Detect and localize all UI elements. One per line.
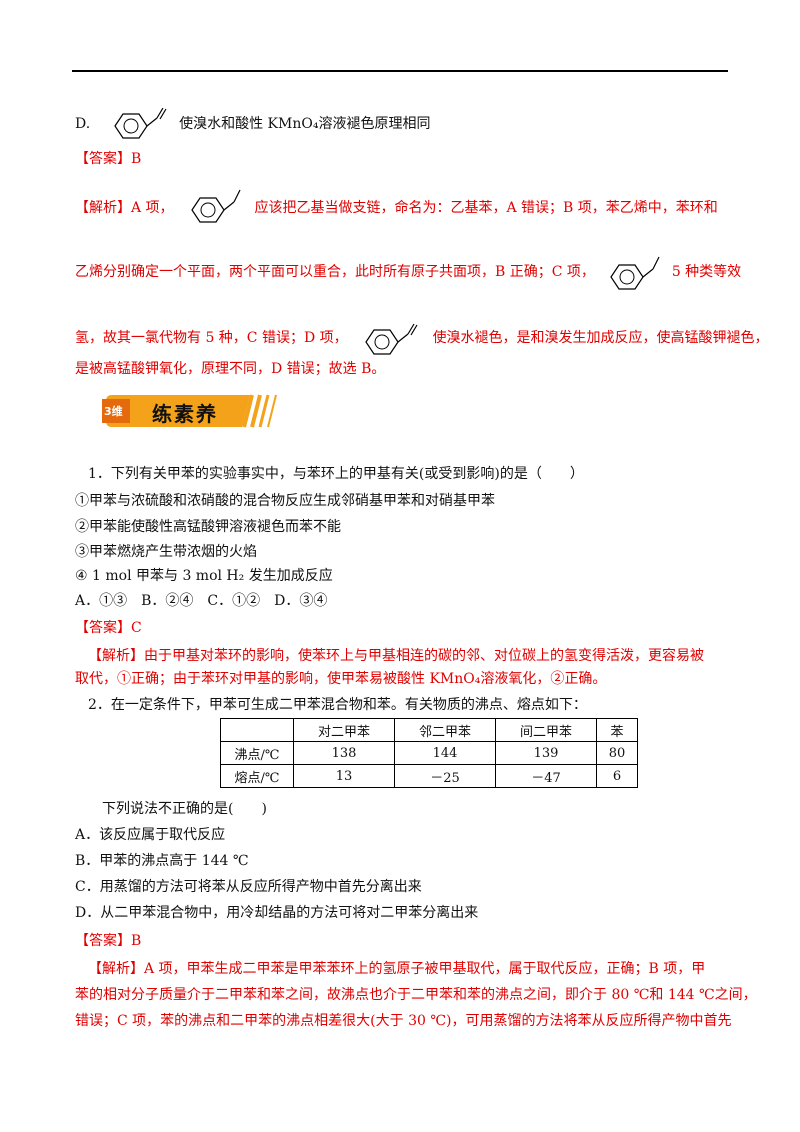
table-cell: 139 [495, 741, 597, 765]
section-banner [102, 394, 277, 428]
table-header-cell [220, 718, 294, 742]
table-cell: －47 [495, 764, 597, 788]
explanation-line: 是被高锰酸钾氧化，原理不同，D 错误；故选 B。 [75, 361, 386, 377]
top-rule [72, 70, 728, 72]
table-header-cell: 间二甲苯 [495, 718, 597, 742]
statement-item: ①甲苯与浓硫酸和浓硝酸的混合物反应生成邻硝基甲苯和对硝基甲苯 [75, 493, 495, 509]
styrene-structure [113, 108, 167, 139]
explanation-line: 错误；C 项，苯的沸点和二甲苯的沸点相差很大(大于 30 ℃)，可用蒸馏的方法将… [75, 1013, 732, 1029]
choice-item: C．用蒸馏的方法可将苯从反应所得产物中首先分离出来 [75, 879, 422, 895]
explanation-line: 【解析】A 项， 应该把乙基当做支链，命名为：乙基苯，A 错误；B 项，苯乙烯中… [75, 188, 718, 228]
section-title: 练素养 [152, 402, 218, 426]
explanation-text: 使溴水褪色，是和溴发生加成反应，使高锰酸钾褪色， [432, 330, 769, 346]
choice-item: B．甲苯的沸点高于 144 ℃ [75, 853, 249, 869]
answer-label: 【答案】B [75, 151, 142, 167]
table-cell: 沸点/℃ [220, 741, 294, 765]
table-cell: 138 [293, 741, 395, 765]
explanation-line: 【解析】A 项，甲苯生成二甲苯是甲苯苯环上的氢原子被甲基取代，属于取代反应，正确… [88, 961, 706, 977]
answer-label: 【答案】B [75, 933, 142, 949]
choice-item: A．该反应属于取代反应 [75, 827, 226, 843]
table-row: 沸点/℃ 138 144 139 80 [220, 741, 638, 765]
option-d-line: D. 使溴水和酸性 KMnO₄溶液褪色原理相同 [75, 108, 430, 140]
choice-item: D．从二甲苯混合物中，用冷却结晶的方法可将对二甲苯分离出来 [75, 905, 479, 921]
explanation-text: 5 种类等效 [671, 264, 742, 280]
table-cell: －25 [394, 764, 496, 788]
table-header-cell: 邻二甲苯 [394, 718, 496, 742]
explanation-text: 氢，故其一氯代物有 5 种，C 错误；D 项， [75, 330, 348, 346]
option-letter: D. [75, 116, 91, 132]
statement-item: ②甲苯能使酸性高锰酸钾溶液褪色而苯不能 [75, 519, 341, 535]
ethylbenzene-structure [610, 256, 660, 290]
question-prompt: 下列说法不正确的是( ) [102, 801, 267, 817]
answer-label: 【答案】C [75, 620, 142, 636]
option-text: 使溴水和酸性 KMnO₄溶液褪色原理相同 [179, 116, 431, 132]
ethylbenzene-structure [191, 189, 241, 223]
explanation-text: A 项， [131, 200, 174, 216]
explanation-text: 应该把乙基当做支链，命名为：乙基苯，A 错误；B 项，苯乙烯中，苯环和 [254, 200, 718, 216]
table-header-cell: 对二甲苯 [293, 718, 395, 742]
statement-item: ③甲苯燃烧产生带浓烟的火焰 [75, 544, 257, 560]
table-cell: 144 [394, 741, 496, 765]
statement-item: ④ 1 mol 甲苯与 3 mol H₂ 发生加成反应 [75, 568, 333, 584]
explanation-line: 氢，故其一氯代物有 5 种，C 错误；D 项， 使溴水褪色，是和溴发生加成反应，… [75, 320, 769, 356]
explanation-line: 【解析】由于甲基对苯环的影响，使苯环上与甲基相连的碳的邻、对位碳上的氢变得活泼，… [88, 648, 704, 664]
question-stem: 1．下列有关甲苯的实验事实中，与苯环上的甲基有关(或受到影响)的是（ ） [88, 466, 584, 482]
table-cell: 13 [293, 764, 395, 788]
question-stem: 2．在一定条件下，甲苯可生成二甲苯混合物和苯。有关物质的沸点、熔点如下： [88, 697, 587, 713]
table-cell: 熔点/℃ [220, 764, 294, 788]
properties-table: 对二甲苯 邻二甲苯 间二甲苯 苯 沸点/℃ 138 144 139 80 熔点/… [220, 718, 638, 788]
explanation-tag: 【解析】 [75, 200, 131, 216]
table-cell: 6 [596, 764, 638, 788]
explanation-line: 乙烯分别确定一个平面，两个平面可以重合，此时所有原子共面项，B 正确；C 项， … [75, 255, 742, 290]
section-badge: 3维 [104, 405, 123, 418]
explanation-line: 苯的相对分子质量介于二甲苯和苯之间，故沸点也介于二甲苯和苯的沸点之间，即介于 8… [75, 987, 757, 1003]
explanation-text: 乙烯分别确定一个平面，两个平面可以重合，此时所有原子共面项，B 正确；C 项， [75, 264, 595, 280]
explanation-line: 取代，①正确；由于苯环对甲基的影响，使甲苯易被酸性 KMnO₄溶液氧化，②正确。 [75, 671, 607, 687]
table-header-cell: 苯 [596, 718, 638, 742]
styrene-structure [365, 323, 418, 355]
table-header-row: 对二甲苯 邻二甲苯 间二甲苯 苯 [220, 718, 638, 742]
table-row: 熔点/℃ 13 －25 －47 6 [220, 764, 638, 788]
choices-line: A．①③ B．②④ C．①② D．③④ [75, 593, 328, 609]
table-cell: 80 [596, 741, 638, 765]
